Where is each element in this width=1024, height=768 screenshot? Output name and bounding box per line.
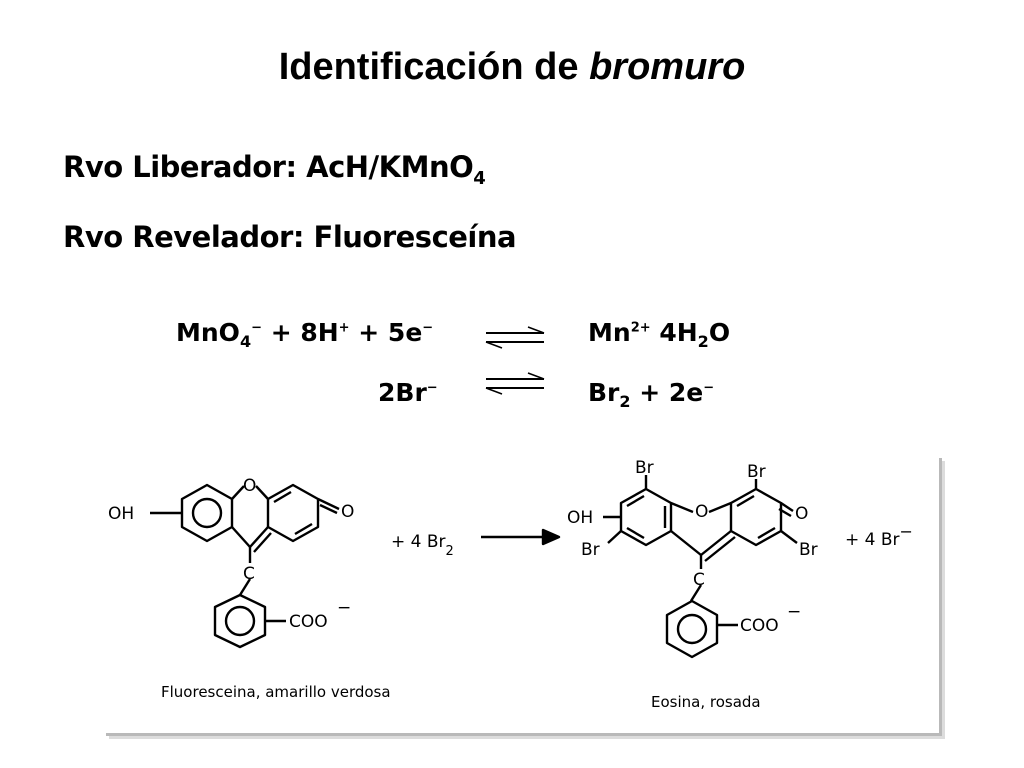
- eq2-br-charge: −: [426, 380, 438, 396]
- reactant-o-bridge: O: [243, 476, 256, 496]
- title-italic: bromuro: [589, 46, 746, 88]
- eq1-water-o: O: [708, 318, 731, 347]
- eq2-br2: Br: [588, 378, 620, 407]
- product-coo: COO: [740, 616, 779, 636]
- byproduct-prefix: + 4 Br: [845, 530, 900, 550]
- reactant-c: C: [243, 564, 255, 584]
- fluorescein-structure: [150, 483, 340, 649]
- liberador-subscript: 4: [473, 167, 486, 189]
- byproduct-br: + 4 Br−: [845, 522, 913, 550]
- liberador-label: Rvo Liberador: AcH/KMnO: [63, 150, 474, 184]
- product-br-left: Br: [581, 540, 600, 560]
- product-caption: Eosina, rosada: [651, 693, 761, 711]
- product-c: C: [693, 570, 705, 590]
- reagent-prefix: + 4 Br: [391, 532, 446, 552]
- eq2-br2-sub: 2: [619, 392, 631, 411]
- reactivo-revelador: Rvo Revelador: Fluoresceína: [63, 220, 517, 254]
- reactant-carbonyl-o: O: [341, 502, 354, 522]
- eq1-water-h: 4H: [650, 318, 698, 347]
- product-o-bridge: O: [695, 502, 708, 522]
- product-br-top-right: Br: [747, 462, 766, 482]
- reactant-oh: OH: [108, 504, 134, 524]
- reactivo-liberador: Rvo Liberador: AcH/KMnO4: [63, 150, 486, 189]
- eq1-mn-charge: 2+: [630, 320, 651, 336]
- eq1-h-charge: +: [338, 320, 350, 336]
- product-br-right: Br: [799, 540, 818, 560]
- equilibrium-arrow-2: [485, 372, 545, 395]
- equation-1-left: MnO4− + 8H+ + 5e−: [176, 318, 433, 351]
- product-br-top-left: Br: [635, 458, 654, 478]
- equilibrium-arrow-1: [485, 326, 545, 349]
- eq1-mn: Mn: [588, 318, 631, 347]
- reaction-scheme-drawing: OH O O C COO − + 4 Br2 OH O O C COO − Br…: [108, 458, 913, 711]
- eq2-e-charge: −: [703, 380, 715, 396]
- eq1-mno-sub: 4: [239, 332, 252, 351]
- slide-title: Identificación de bromuro: [0, 46, 1024, 89]
- eq1-water-sub: 2: [697, 332, 709, 351]
- equation-1-right: Mn2+ 4H2O: [588, 318, 730, 351]
- title-main: Identificación de: [278, 46, 590, 88]
- equation-2-left: 2Br−: [378, 378, 438, 407]
- eq1-h: + 8H: [261, 318, 339, 347]
- reaction-scheme: OH O O C COO − + 4 Br2 OH O O C COO − Br…: [103, 455, 939, 733]
- reaction-arrowhead: [541, 528, 561, 546]
- eq2-br: 2Br: [378, 378, 427, 407]
- eq1-mno-charge: −: [251, 320, 262, 336]
- product-oh: OH: [567, 508, 593, 528]
- reactant-coo: COO: [289, 612, 328, 632]
- reagent-br2: + 4 Br2: [391, 532, 454, 559]
- eq1-mno: MnO: [176, 318, 240, 347]
- reactant-caption: Fluoresceina, amarillo verdosa: [161, 683, 391, 701]
- product-charge: −: [787, 602, 801, 622]
- eq1-e: + 5e: [349, 318, 423, 347]
- eq2-e: + 2e: [630, 378, 704, 407]
- reactant-charge: −: [337, 598, 351, 618]
- eq1-e-charge: −: [422, 320, 434, 336]
- equation-2-right: Br2 + 2e−: [588, 378, 714, 411]
- product-carbonyl-o: O: [795, 504, 808, 524]
- byproduct-charge: −: [900, 522, 913, 541]
- revelador-label: Rvo Revelador: Fluoresceína: [63, 220, 517, 254]
- eosin-structure: [603, 475, 798, 659]
- reagent-sub: 2: [446, 544, 454, 559]
